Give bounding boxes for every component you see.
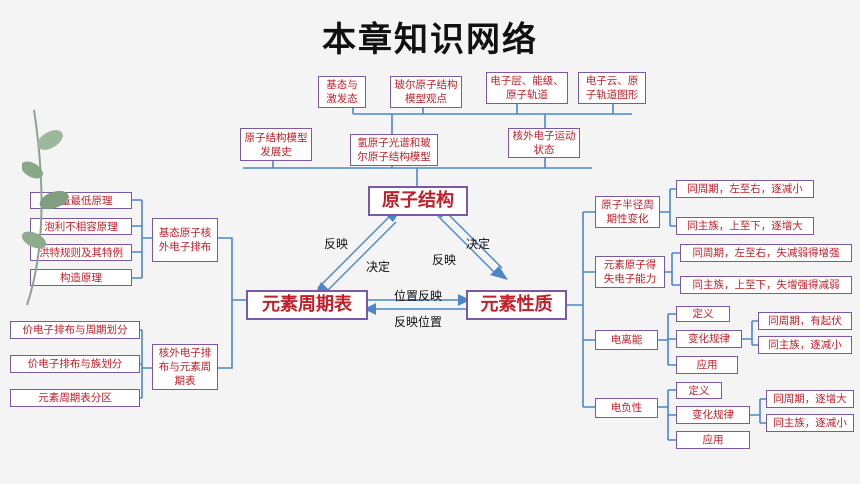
rule-box: 变化规律 — [676, 406, 750, 424]
model-history-box: 原子结构模型发展史 — [240, 128, 312, 161]
application-box: 应用 — [676, 431, 750, 449]
left-item: 价电子排布与周期划分 — [10, 321, 140, 339]
bohr-model-box: 玻尔原子结构模型观点 — [390, 76, 462, 108]
right-item: 同主族，逐减小 — [766, 414, 854, 432]
radius-box: 原子半径周期性变化 — [595, 196, 660, 228]
left-item: 洪特规则及其特例 — [30, 244, 132, 261]
left-item: 价电子排布与族划分 — [10, 355, 140, 373]
electronegativity-box: 电负性 — [595, 398, 658, 418]
ground-excited-box: 基态与激发态 — [318, 76, 366, 108]
plant-leaf-decoration — [22, 109, 69, 306]
rule-box: 变化规律 — [676, 330, 742, 348]
element-properties-node: 元素性质 — [466, 290, 567, 320]
relation-label: 决定 — [366, 260, 391, 274]
right-item: 同周期，左至右，逐减小 — [676, 180, 814, 198]
definition-box: 定义 — [676, 382, 722, 399]
atom-structure-node: 原子结构 — [368, 186, 468, 216]
left-item: 泡利不相容原理 — [30, 218, 132, 235]
ground-config-box: 基态原子核外电子排布 — [152, 218, 218, 262]
application-box: 应用 — [676, 356, 738, 374]
relation-label: 反映 — [324, 237, 349, 251]
right-item: 同周期，逐增大 — [766, 390, 854, 408]
right-item: 同主族，逐减小 — [758, 336, 852, 354]
left-item: 元素周期表分区 — [10, 389, 140, 407]
page-title: 本章知识网络 — [322, 20, 538, 60]
left-item: 构造原理 — [30, 269, 132, 286]
right-item: 同周期，有起伏 — [758, 312, 852, 330]
cloud-box: 电子云、原子轨道图形 — [578, 72, 646, 104]
right-item: 同主族，上至下，失增强得减弱 — [680, 276, 852, 294]
periodic-table-node: 元素周期表 — [246, 290, 368, 320]
ionization-box: 电离能 — [595, 330, 658, 350]
shells-box: 电子层、能级、原子轨道 — [486, 72, 568, 104]
definition-box: 定义 — [676, 306, 730, 322]
right-item: 同周期，左至右，失减弱得增强 — [680, 244, 852, 262]
relation-label: 反映位置 — [394, 315, 443, 329]
relation-label: 反映 — [432, 253, 457, 267]
gain-lose-box: 元素原子得失电子能力 — [595, 256, 665, 288]
right-item: 同主族，上至下，逐增大 — [676, 217, 814, 235]
config-periodic-box: 核外电子排布与元素周期表 — [152, 344, 218, 390]
relation-label: 决定 — [466, 237, 491, 251]
relation-label: 位置反映 — [394, 289, 443, 303]
extranuclear-box: 核外电子运动状态 — [508, 128, 580, 158]
hydrogen-spectrum-box: 氢原子光谱和玻尔原子结构模型 — [350, 134, 438, 166]
